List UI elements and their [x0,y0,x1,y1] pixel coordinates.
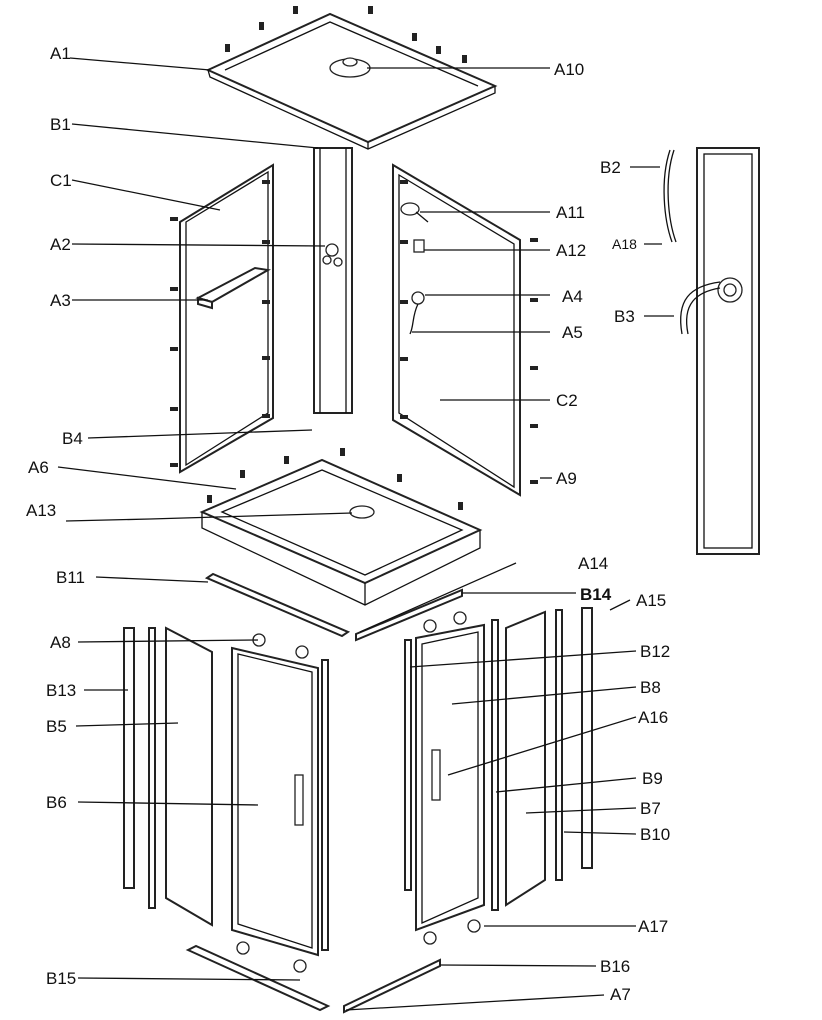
label-a12: A12 [556,241,586,260]
label-b7: B7 [640,799,661,818]
label-a10: A10 [554,60,584,79]
label-a5: A5 [562,323,583,342]
label-a9: A9 [556,469,577,488]
label-a15: A15 [636,591,666,610]
label-b9: B9 [642,769,663,788]
label-a16: A16 [638,708,668,727]
label-a6: A6 [28,458,49,477]
label-a8: A8 [50,633,71,652]
label-c2: C2 [556,391,578,410]
hose-b2 [663,149,677,243]
wall-profile-b10 [581,607,593,869]
roof-panel-a1 [205,12,498,150]
roof-screws [225,6,467,63]
label-a18: A18 [612,236,637,252]
label-a14: A14 [578,554,608,573]
label-b4: B4 [62,429,83,448]
wall-profile-b13 [123,627,135,889]
label-b12: B12 [640,642,670,661]
label-a17: A17 [638,917,668,936]
label-b6: B6 [46,793,67,812]
label-a7: A7 [610,985,631,1004]
door-edge-profile-right [404,639,412,891]
label-b11: B11 [56,568,85,587]
door-edge-profile-left [321,659,329,951]
callout-labels: A1 A10 B1 C1 A2 A3 B4 A6 A13 A11 A12 A4 … [26,44,670,1004]
label-b3: B3 [614,307,635,326]
sliding-door-b8 [415,623,485,932]
left-door-rollers-a8 [236,633,309,973]
fixed-glass-b7 [505,610,546,907]
side-column-panel [696,147,760,555]
tray-screws [207,448,463,510]
hose-a5 [409,303,419,335]
sliding-door-b6 [231,646,319,957]
label-b8: B8 [640,678,661,697]
glass-strip-b9 [491,619,499,911]
label-b13: B13 [46,681,76,700]
right-wall-screws [400,180,538,484]
shower-holder-a12 [413,239,425,253]
top-rail-b14 [355,588,463,642]
soap-shelf-a3 [195,266,271,310]
fixed-glass-b5 [165,626,213,927]
bottom-rail-b16 [343,958,441,1014]
label-a13: A13 [26,501,56,520]
hand-shower-a11 [400,202,429,223]
leader-lines [57,57,674,1011]
label-b10: B10 [640,825,670,844]
label-a2: A2 [50,235,71,254]
label-c1: C1 [50,171,72,190]
label-b2: B2 [600,158,621,177]
label-b16: B16 [600,957,630,976]
shower-tray-a6 [199,458,483,606]
right-wall-panel-c2 [392,163,521,497]
label-a1: A1 [50,44,71,63]
label-a11: A11 [556,203,585,222]
glass-strip-right [555,609,563,881]
hose-b3 [680,281,721,335]
label-b1: B1 [50,115,71,134]
tap-a4 [411,291,425,305]
left-wall-screws [170,180,270,467]
label-a4: A4 [562,287,583,306]
glass-strip-left [148,627,156,909]
bottom-rail-b15 [185,944,331,1012]
label-b14: B14 [580,585,612,604]
label-a3: A3 [50,291,71,310]
center-column-b1 [313,147,353,414]
left-wall-panel-c1 [179,163,274,474]
label-b5: B5 [46,717,67,736]
label-b15: B15 [46,969,76,988]
top-rail-b11 [204,572,351,638]
right-door-rollers-a17 [423,611,481,945]
